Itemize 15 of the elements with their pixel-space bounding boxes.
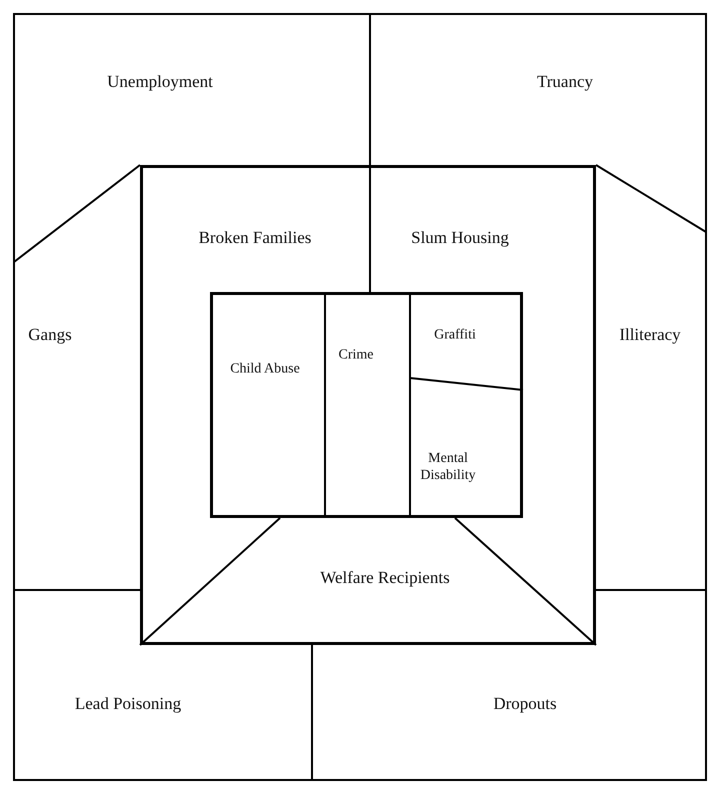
region-label: Truancy <box>536 72 594 92</box>
region-label: Gangs <box>28 324 72 346</box>
region-label: Child Abuse <box>227 362 303 378</box>
region-label: Mental Disability <box>410 451 486 485</box>
region-label: Unemployment <box>107 72 213 92</box>
region-label: Dropouts <box>493 694 557 714</box>
region-label: Welfare Recipients <box>320 568 450 588</box>
region-label: Slum Housing <box>411 228 509 248</box>
square-frame <box>210 292 523 518</box>
region-label: Lead Poisoning <box>74 694 182 714</box>
region-label: Graffiti <box>417 328 493 344</box>
region-label: Broken Families <box>198 228 312 248</box>
square-frame <box>140 165 596 645</box>
region-label: Crime <box>318 348 394 364</box>
region-label: Illiteracy <box>619 324 681 346</box>
